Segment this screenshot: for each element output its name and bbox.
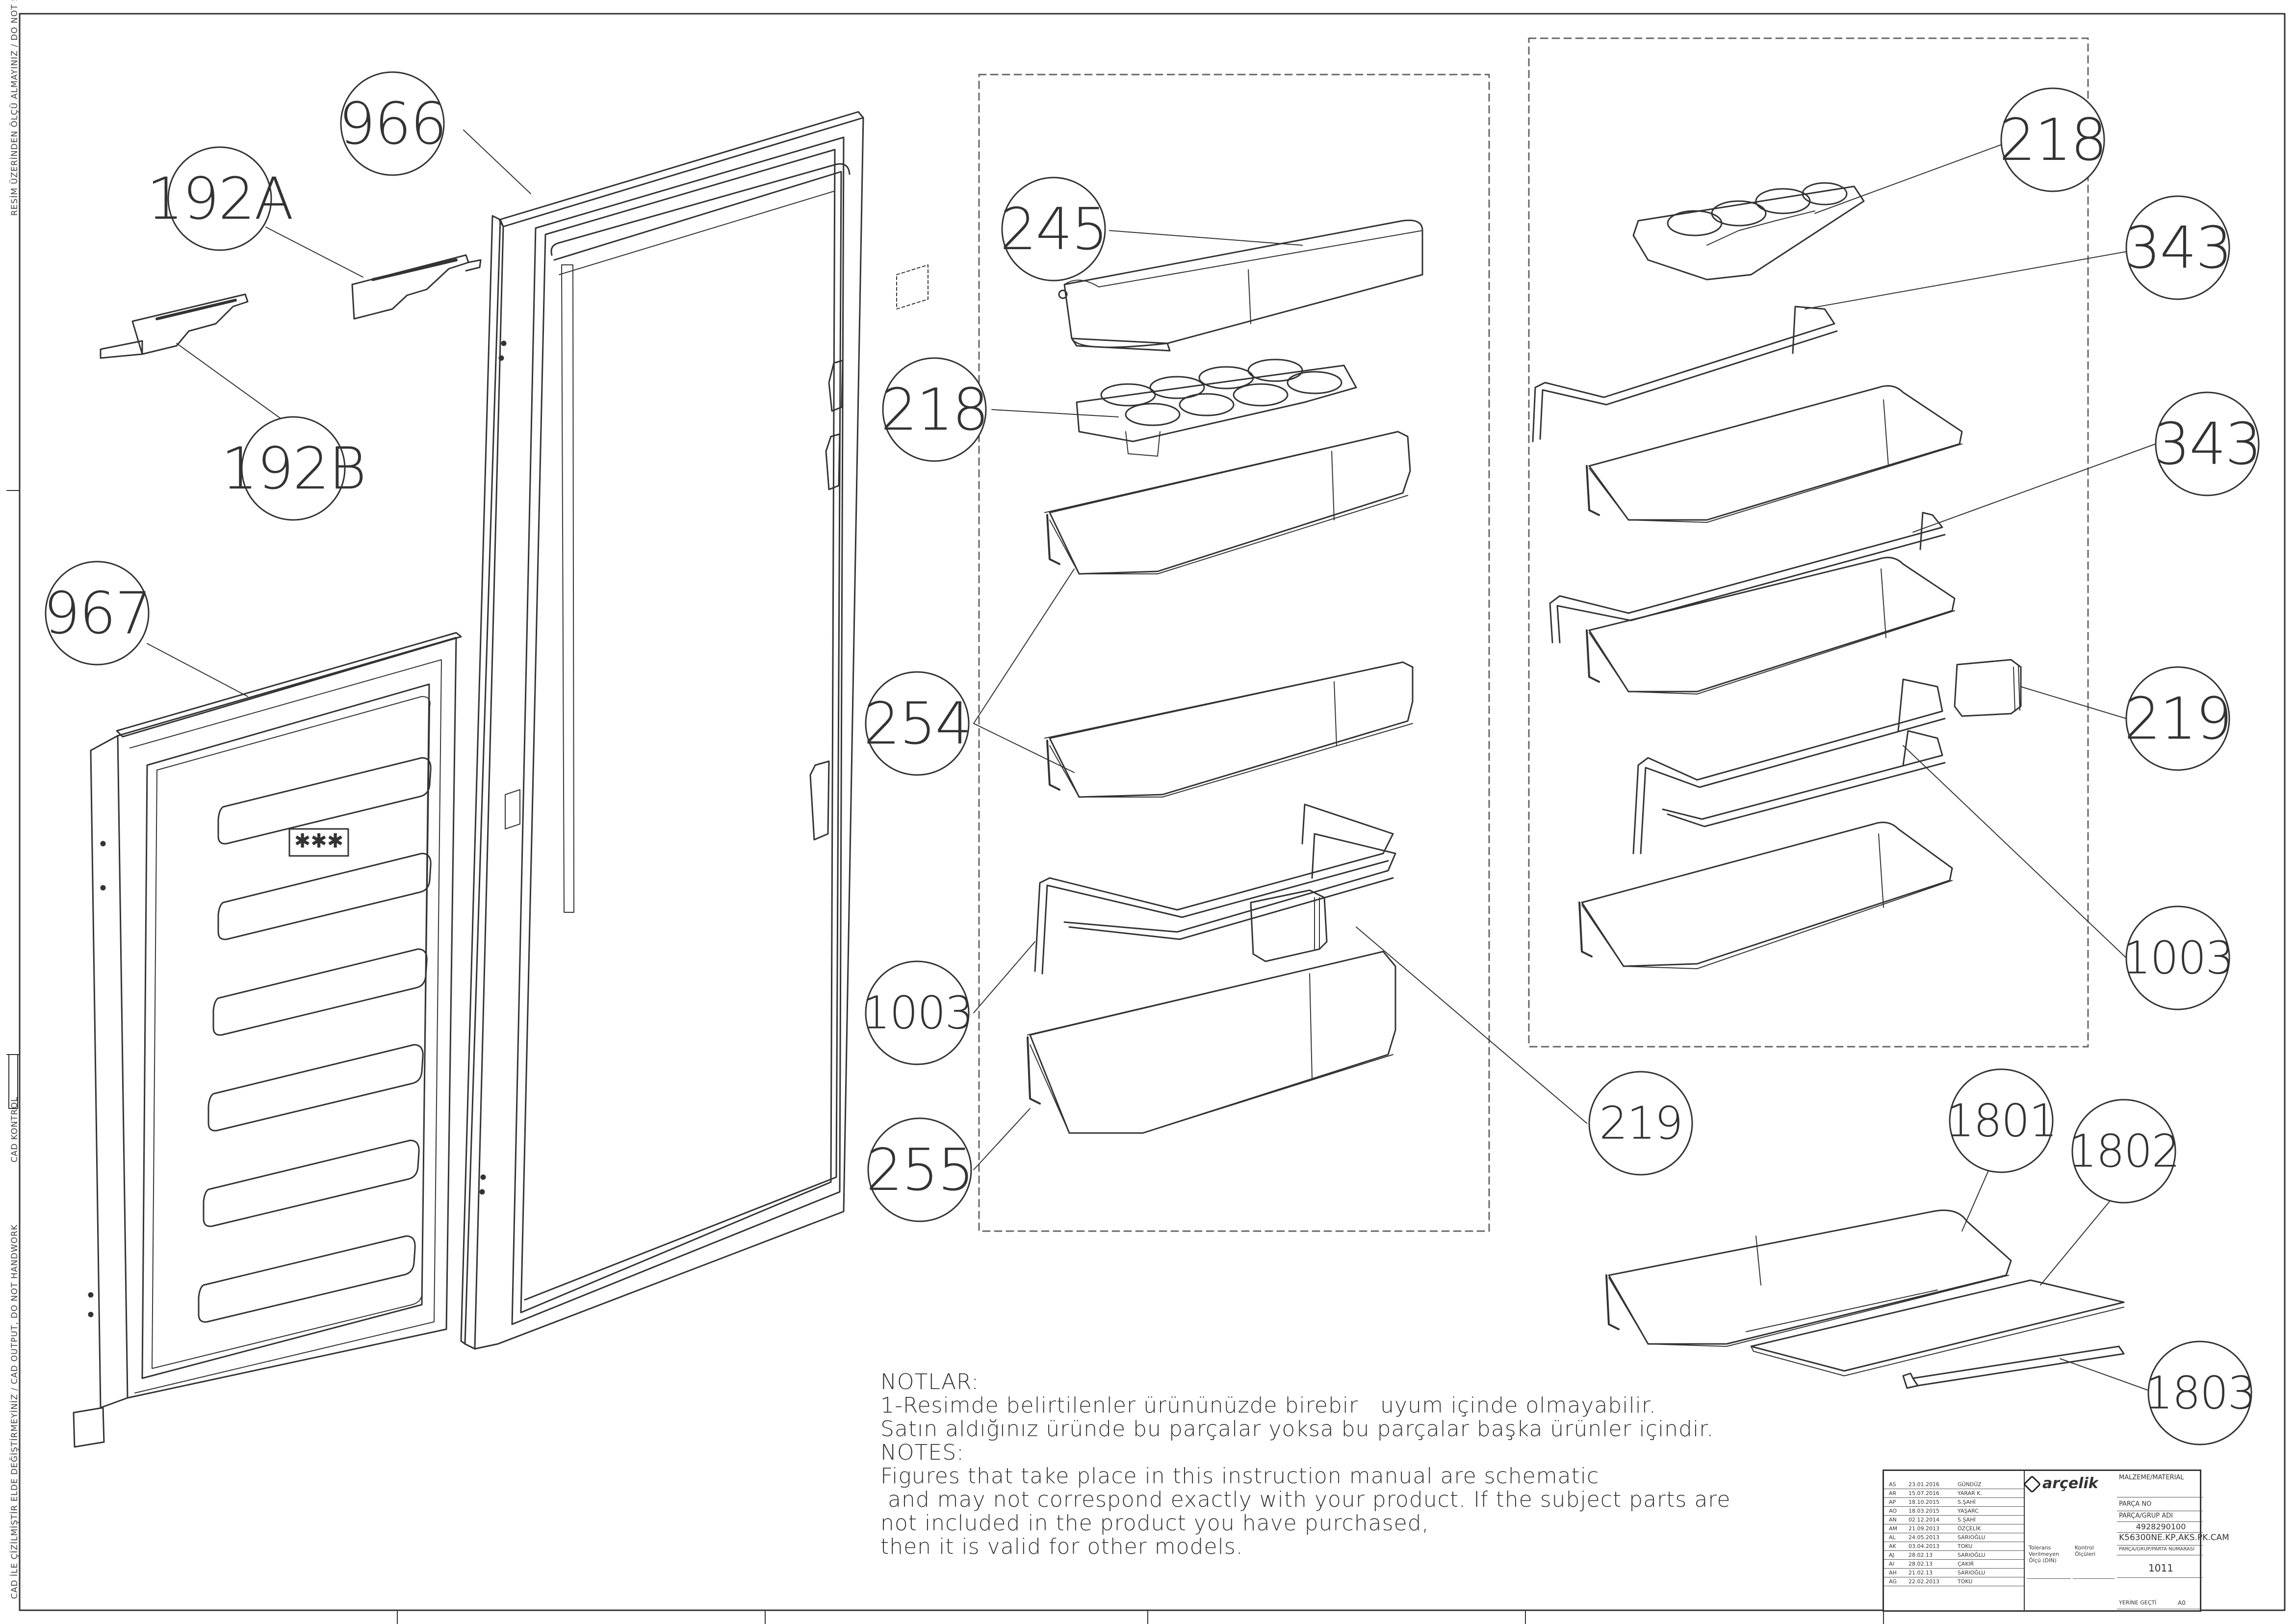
egg-tray-218-right — [1632, 182, 1865, 281]
freezer-door-967: ✱✱✱ — [73, 632, 462, 1448]
notes-line: not included in the product you have pur… — [880, 1511, 1429, 1536]
callout-219-left: 219 — [1588, 1071, 1693, 1176]
egg-tray-218-left — [1076, 359, 1357, 457]
sheet-label: YERİNE GEÇTİ — [2117, 1599, 2176, 1609]
notes-line: Figures that take place in this instruct… — [880, 1464, 1599, 1489]
callout-254: 254 — [863, 671, 972, 776]
svg-text:1003: 1003 — [862, 987, 973, 1039]
svg-text:✱✱✱: ✱✱✱ — [294, 830, 344, 852]
drawing-frame — [19, 13, 2286, 1611]
margin-note-cad-control: CAD KONTROL — [10, 1096, 20, 1162]
svg-text:1003: 1003 — [2122, 932, 2233, 984]
svg-text:966: 966 — [338, 90, 446, 157]
callout-245: 245 — [1000, 177, 1109, 282]
paper-size: A0 — [2176, 1599, 2200, 1609]
tolerance-label: Tolerans Verilmeyen Ölçü (DIN) — [2027, 1545, 2071, 1579]
svg-text:255: 255 — [866, 1136, 973, 1204]
svg-text:1803: 1803 — [2144, 1367, 2255, 1419]
callout-343-upper: 343 — [2124, 195, 2233, 300]
model-name: K56300NE.KP,AKS.PK.CAM — [2117, 1533, 2229, 1546]
fridge-door-966 — [460, 111, 864, 1350]
hinge-192b — [100, 293, 249, 359]
callout-218-left: 218 — [880, 357, 989, 462]
callout-1803: 1803 — [2144, 1340, 2256, 1445]
part-number: 4928290100 — [2117, 1522, 2203, 1533]
callout-192b: 192B — [221, 416, 366, 521]
notes-line: Satın aldığınız üründe bu parçalar yoksa… — [880, 1417, 1714, 1442]
door-accessory-group-right — [1528, 37, 2089, 1048]
dairy-cover-245 — [1058, 219, 1423, 352]
callout-255: 255 — [866, 1117, 975, 1222]
margin-note-scale: RESİM ÜZERİNDEN ÖLÇÜ ALMAYINIZ / DO NOT … — [10, 0, 20, 216]
control-dimensions-label: Kontrol Ölçüleri — [2073, 1545, 2115, 1579]
notes-line: then it is valid for other models. — [880, 1534, 1243, 1559]
notes-line: and may not correspond exactly with your… — [880, 1487, 1731, 1512]
svg-text:343: 343 — [2124, 214, 2231, 282]
door-shelf-254-upper — [1044, 431, 1411, 575]
door-shelf-254-lower — [1044, 661, 1414, 798]
door-accessory-group-left — [978, 74, 1490, 1232]
svg-text:343: 343 — [2153, 410, 2261, 478]
callout-967: 967 — [43, 561, 152, 666]
callout-192a: 192A — [147, 146, 294, 251]
notes-block: NOTLAR: 1-Resimde belirtilenler ürününüz… — [880, 1370, 1731, 1559]
svg-text:245: 245 — [1000, 195, 1107, 263]
scale-value: 1011 — [2117, 1558, 2203, 1578]
svg-text:192B: 192B — [221, 435, 366, 502]
material-label: MALZEME/MATERIAL — [2117, 1474, 2203, 1497]
brand-logo: arçelik — [2023, 1475, 2098, 1493]
svg-text:967: 967 — [43, 579, 151, 647]
door-shelf-right-2 — [1586, 557, 1956, 695]
callout-1801: 1801 — [1946, 1068, 2058, 1173]
svg-text:218: 218 — [880, 376, 988, 443]
callout-1003-left: 1003 — [862, 960, 974, 1065]
callout-219-right: 219 — [2124, 666, 2233, 771]
svg-text:219: 219 — [2124, 685, 2231, 752]
callout-966: 966 — [338, 71, 447, 176]
svg-text:192A: 192A — [147, 165, 293, 232]
hinge-192a — [351, 254, 482, 320]
glass-shelf-1802 — [1750, 1279, 2125, 1376]
callout-343-lower: 343 — [2153, 391, 2262, 496]
door-shelf-right-1 — [1586, 385, 1963, 523]
svg-text:219: 219 — [1599, 1097, 1682, 1150]
drawing-number-label: PARÇA/GRUP/PARTA NUMARASI — [2117, 1547, 2203, 1555]
notes-line: 1-Resimde belirtilenler ürününüzde bireb… — [880, 1393, 1656, 1418]
door-shelf-255 — [1027, 951, 1396, 1134]
notes-heading-en: NOTES: — [880, 1440, 964, 1465]
crisper-cover-1801 — [1605, 1210, 2012, 1347]
svg-text:1801: 1801 — [1946, 1095, 2057, 1147]
callout-1003-right: 1003 — [2122, 905, 2234, 1010]
bottle-guard-343-2 — [1549, 512, 1946, 644]
callout-1802: 1802 — [2068, 1099, 2180, 1204]
bottle-guard-1003-right — [1632, 678, 1946, 854]
clip-219-right — [1954, 659, 2022, 717]
shelf-trim-1803 — [1902, 1345, 2125, 1389]
margin-note-cad-output: CAD İLE ÇİZİLMİŞTİR ELDE DEĞİŞTİRMEYİNİZ… — [10, 1224, 20, 1599]
leader-lines — [147, 129, 2156, 1393]
notes-heading-tr: NOTLAR: — [880, 1369, 980, 1394]
part-no-label: PARÇA NO — [2117, 1500, 2203, 1511]
clip-219-left — [1250, 889, 1328, 962]
svg-text:254: 254 — [863, 690, 971, 757]
group-label: PARÇA/GRUP ADI — [2117, 1512, 2203, 1522]
svg-text:218: 218 — [1999, 106, 2106, 174]
door-shelf-right-3 — [1578, 822, 1953, 969]
svg-text:1802: 1802 — [2068, 1125, 2179, 1178]
bottle-guard-343-1 — [1532, 306, 1838, 442]
bottle-guard-1003-left — [1034, 803, 1396, 975]
callout-218-right: 218 — [1999, 87, 2108, 192]
arcelik-logo-icon — [2023, 1475, 2041, 1493]
